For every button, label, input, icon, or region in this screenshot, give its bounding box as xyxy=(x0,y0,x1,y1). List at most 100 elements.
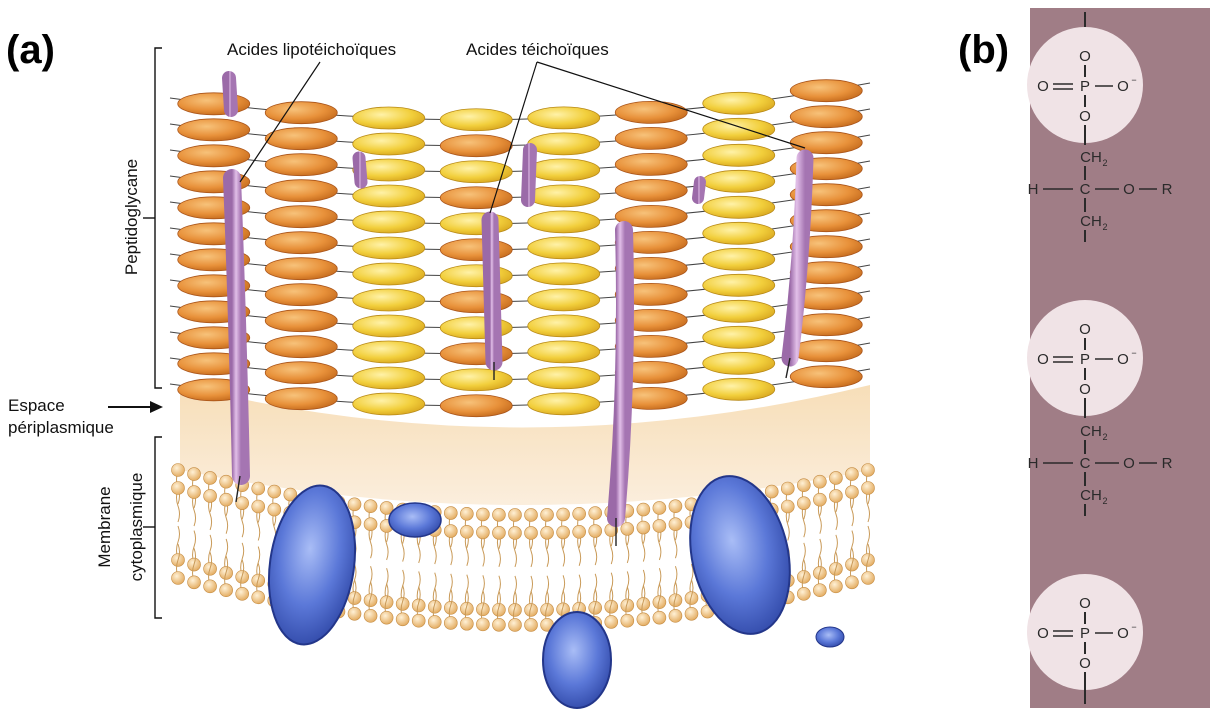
lipid-head xyxy=(364,518,377,531)
lipid-head xyxy=(172,464,185,477)
lipid-head xyxy=(781,500,794,513)
lipid-head xyxy=(557,526,570,539)
lipid-head xyxy=(508,603,521,616)
lipid-head xyxy=(797,479,810,492)
teichoic-stub-2 xyxy=(359,158,361,182)
peptidoglycan-bead xyxy=(703,352,775,374)
peptidoglycan-bead xyxy=(703,222,775,244)
lipid-head xyxy=(508,508,521,521)
lipid-head xyxy=(862,464,875,477)
lipid-head xyxy=(204,580,217,593)
svg-text:R: R xyxy=(1162,181,1173,198)
lipid-head xyxy=(862,482,875,495)
lipoteichoic-rod-long xyxy=(616,230,625,518)
peptidoglycan-bead xyxy=(440,213,512,235)
lipid-head xyxy=(829,471,842,484)
peptidoglycan-bead xyxy=(265,336,337,358)
lipid-head xyxy=(845,576,858,589)
lipid-head xyxy=(188,468,201,481)
peptidoglycan-bead xyxy=(265,128,337,150)
lipid-head xyxy=(252,500,265,513)
svg-text:O: O xyxy=(1079,655,1091,672)
lipid-head xyxy=(268,503,281,516)
lipid-head xyxy=(460,507,473,520)
svg-text:C: C xyxy=(1080,455,1091,472)
lipid-head xyxy=(428,615,441,628)
lipid-head xyxy=(364,594,377,607)
lipid-head xyxy=(621,522,634,535)
lipid-head xyxy=(637,521,650,534)
peptidoglycan-bead xyxy=(265,284,337,306)
peptidoglycan-bead xyxy=(528,341,600,363)
lipid-head xyxy=(348,592,361,605)
lipid-head xyxy=(637,597,650,610)
lipid-head xyxy=(589,507,602,520)
peptidoglycan-bead xyxy=(703,118,775,140)
peptidoglycan-bead xyxy=(790,106,862,128)
lipid-head xyxy=(637,503,650,516)
svg-text:CH: CH xyxy=(1080,149,1102,166)
lipid-head xyxy=(460,617,473,630)
peptidoglycan-bead xyxy=(703,170,775,192)
svg-text:P: P xyxy=(1080,625,1090,642)
lipid-head xyxy=(525,618,538,631)
lipid-head xyxy=(172,482,185,495)
lipid-head xyxy=(396,613,409,626)
lipid-head xyxy=(236,587,249,600)
peptidoglycan-bead xyxy=(353,107,425,129)
lipid-head xyxy=(829,489,842,502)
peptidoglycan-bead xyxy=(265,180,337,202)
lipid-head xyxy=(605,615,618,628)
lipid-head xyxy=(669,609,682,622)
svg-text:C: C xyxy=(1080,181,1091,198)
svg-text:P: P xyxy=(1080,351,1090,368)
peptidoglycan-bead xyxy=(703,144,775,166)
lipid-head xyxy=(460,525,473,538)
lipid-head xyxy=(845,468,858,481)
svg-text:2: 2 xyxy=(1102,496,1107,506)
lipid-head xyxy=(653,501,666,514)
svg-text:O: O xyxy=(1117,351,1129,368)
lipid-head xyxy=(797,587,810,600)
lipid-head xyxy=(605,600,618,613)
lipid-head xyxy=(813,475,826,488)
lipid-head xyxy=(669,518,682,531)
peptidoglycan-bead xyxy=(353,367,425,389)
lipid-head xyxy=(508,526,521,539)
lipid-head xyxy=(797,497,810,510)
peptidoglycan-bead xyxy=(353,237,425,259)
peptidoglycan-bead xyxy=(353,289,425,311)
svg-text:O: O xyxy=(1037,78,1049,95)
lipid-head xyxy=(557,508,570,521)
lipid-head xyxy=(188,576,201,589)
peptidoglycan-bead xyxy=(265,154,337,176)
svg-text:2: 2 xyxy=(1102,158,1107,168)
peptidoglycan-bead xyxy=(265,258,337,280)
svg-text:O: O xyxy=(1037,351,1049,368)
lipid-head xyxy=(637,613,650,626)
lipid-head xyxy=(188,486,201,499)
peptidoglycan-bead xyxy=(615,179,687,201)
lipid-head xyxy=(621,599,634,612)
teichoic-label: Acides téichoïques xyxy=(466,40,609,60)
peptidoglycan-bead xyxy=(615,153,687,175)
lipid-head xyxy=(236,497,249,510)
peptidoglycan-bead xyxy=(440,265,512,287)
svg-text:O: O xyxy=(1079,321,1091,338)
peptidoglycan-bead xyxy=(528,263,600,285)
lipid-head xyxy=(525,508,538,521)
lipid-head xyxy=(364,500,377,513)
lipid-head xyxy=(781,482,794,495)
svg-text:O: O xyxy=(1117,625,1129,642)
svg-text:CH: CH xyxy=(1080,423,1102,440)
lipid-head xyxy=(172,572,185,585)
peptidoglycan-bead xyxy=(440,239,512,261)
peptidoglycan-bead xyxy=(265,362,337,384)
peptidoglycan-bead xyxy=(528,133,600,155)
protein-edge xyxy=(816,627,844,647)
lipid-head xyxy=(252,482,265,495)
peptidoglycan-bead xyxy=(703,196,775,218)
svg-text:O: O xyxy=(1079,48,1091,65)
svg-text:O: O xyxy=(1117,78,1129,95)
peptidoglycan-bead xyxy=(528,107,600,129)
